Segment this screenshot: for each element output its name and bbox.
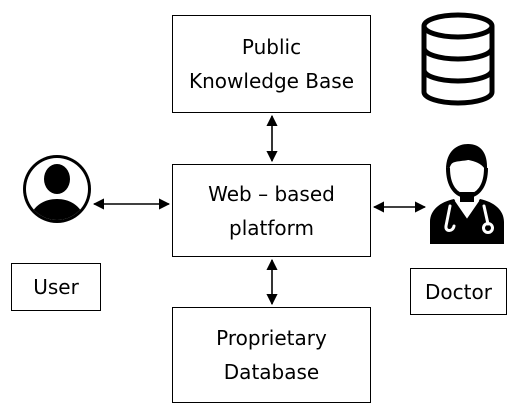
user-label-box: User: [11, 263, 101, 311]
knowledge-base-label-line-1: Public: [241, 35, 302, 59]
doctor-label: Doctor: [425, 279, 492, 304]
user-avatar-icon: [23, 155, 91, 223]
database-icon: [421, 12, 495, 106]
proprietary-database-label-line-2: Database: [223, 360, 320, 384]
web-platform-label-line-2: platform: [229, 215, 314, 240]
proprietary-database-label-line-1: Proprietary: [216, 326, 327, 350]
web-platform-box: Web – based platform: [172, 164, 371, 257]
web-platform-label-line-1: Web – based: [208, 181, 335, 206]
proprietary-database-box: Proprietary Database: [172, 307, 371, 403]
user-label: User: [33, 275, 79, 299]
doctor-icon: [430, 144, 504, 244]
knowledge-base-box: Public Knowledge Base: [172, 15, 371, 113]
knowledge-base-label-line-2: Knowledge Base: [189, 69, 354, 93]
doctor-label-box: Doctor: [410, 268, 507, 315]
